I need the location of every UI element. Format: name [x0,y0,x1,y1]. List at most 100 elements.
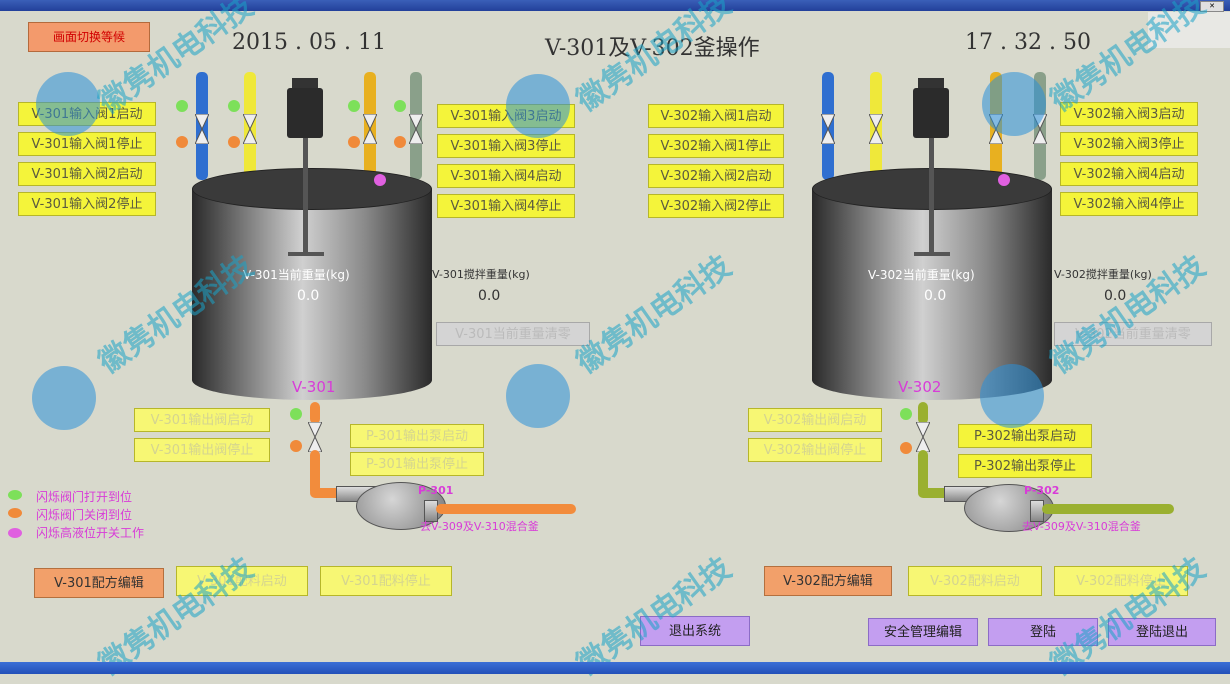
v301-recipe-edit-button[interactable]: V-301配方编辑 [34,568,164,598]
window-title-bar: ✕ [0,0,1230,12]
exit-system-button[interactable]: 退出系统 [640,616,750,646]
watermark-logo-icon [36,72,100,136]
v301-valve2-stop-button[interactable]: V-301输入阀2停止 [18,192,156,216]
v302-valve4-start-button[interactable]: V-302输入阀4启动 [1060,162,1198,186]
v302-agitator-motor [913,88,949,138]
v302-agitator-paddle [914,252,950,256]
p301-destination: 去V-309及V-310混合釜 [420,520,539,533]
v301-weight-label: V-301当前重量(kg) [243,268,350,282]
os-taskbar[interactable] [0,662,1230,674]
watermark-logo-icon [506,74,570,138]
p302-destination: 去V-309及V-310混合釜 [1022,520,1141,533]
watermark-logo-icon [32,366,96,430]
v301-valve4-closed-indicator [394,136,406,148]
v301-output-valve-icon[interactable] [308,422,322,452]
v302-out-valve-closed-indicator [900,442,912,454]
current-date: 2015 . 05 . 11 [232,30,386,55]
legend-closed-text: 闪烁阀门关闭到位 [36,508,133,522]
v301-valve1-open-indicator [176,100,188,112]
legend-open-dot [8,490,22,500]
security-management-button[interactable]: 安全管理编辑 [868,618,978,646]
v301-output-pipe-down [310,450,320,496]
v301-valve1-closed-indicator [176,136,188,148]
v301-output-pipe-top [310,402,320,424]
legend-closed-dot [8,508,22,518]
v302-output-pipe-down [918,450,928,496]
watermark-logo-icon [980,364,1044,428]
v301-out-valve-closed-indicator [290,440,302,452]
legend-high-level-dot [8,528,22,538]
window-close-button[interactable]: ✕ [1200,1,1224,12]
watermark-text: 徽隽机电科技 [1044,248,1212,381]
v302-valve3-stop-button[interactable]: V-302输入阀3停止 [1060,132,1198,156]
v301-high-level-indicator [374,174,386,186]
v302-recipe-edit-button[interactable]: V-302配方编辑 [764,566,892,596]
v301-valve2-open-indicator [228,100,240,112]
v302-stir-value: 0.0 [1104,288,1127,304]
v302-weight-value: 0.0 [924,288,947,304]
v301-valve2-icon[interactable] [243,114,257,144]
v302-output-valve-start-button[interactable]: V-302输出阀启动 [748,408,882,432]
v302-material-start-button[interactable]: V-302配料启动 [908,566,1042,596]
header-blank-panel [1148,12,1230,48]
legend-open-text: 闪烁阀门打开到位 [36,490,133,504]
p301-discharge-pipe [436,504,576,514]
v302-high-level-indicator [998,174,1010,186]
v301-material-stop-button[interactable]: V-301配料停止 [320,566,452,596]
watermark-text: 徽隽机电科技 [570,248,738,381]
v302-tank-name: V-302 [898,378,942,396]
v302-output-valve-stop-button[interactable]: V-302输出阀停止 [748,438,882,462]
v301-valve2-closed-indicator [228,136,240,148]
v301-output-valve-start-button[interactable]: V-301输出阀启动 [134,408,270,432]
v302-valve3-start-button[interactable]: V-302输入阀3启动 [1060,102,1198,126]
v302-weight-reset-button[interactable]: V-302当前重量清零 [1054,322,1212,346]
v301-weight-value: 0.0 [297,288,320,304]
v301-valve4-start-button[interactable]: V-301输入阀4启动 [437,164,575,188]
page-title: V-301及V-302釜操作 [545,36,760,61]
v302-valve1-stop-button[interactable]: V-302输入阀1停止 [648,134,784,158]
v302-valve2-icon[interactable] [869,114,883,144]
v301-valve3-icon[interactable] [363,114,377,144]
v302-valve2-start-button[interactable]: V-302输入阀2启动 [648,164,784,188]
v302-output-pipe-top [918,402,928,424]
v301-output-pipe-horizontal [310,488,350,498]
screen-switch-button[interactable]: 画面切换等候 [28,22,150,52]
v301-tank-name: V-301 [292,378,336,396]
v301-output-valve-stop-button[interactable]: V-301输出阀停止 [134,438,270,462]
p301-pump-start-button[interactable]: P-301输出泵启动 [350,424,484,448]
v301-valve1-icon[interactable] [195,114,209,144]
current-time: 17 . 32 . 50 [965,30,1091,55]
v302-material-stop-button[interactable]: V-302配料停止 [1054,566,1188,596]
v302-agitator-shaft [929,138,934,254]
v302-weight-label: V-302当前重量(kg) [868,268,975,282]
p301-pump-name: P-301 [418,484,454,497]
v301-out-valve-open-indicator [290,408,302,420]
v301-valve4-icon[interactable] [409,114,423,144]
v301-agitator-motor [287,88,323,138]
logout-button[interactable]: 登陆退出 [1108,618,1216,646]
legend-high-level-text: 闪烁高液位开关工作 [36,526,145,540]
p302-discharge-pipe [1042,504,1174,514]
v302-valve4-stop-button[interactable]: V-302输入阀4停止 [1060,192,1198,216]
v302-motor-cap [918,78,944,88]
v302-valve1-icon[interactable] [821,114,835,144]
v301-valve3-stop-button[interactable]: V-301输入阀3停止 [437,134,575,158]
v302-out-valve-open-indicator [900,408,912,420]
p301-pump-stop-button[interactable]: P-301输出泵停止 [350,452,484,476]
v301-valve1-stop-button[interactable]: V-301输入阀1停止 [18,132,156,156]
login-button[interactable]: 登陆 [988,618,1098,646]
v301-valve2-start-button[interactable]: V-301输入阀2启动 [18,162,156,186]
v301-material-start-button[interactable]: V-301配料启动 [176,566,308,596]
v301-agitator-paddle [288,252,324,256]
v301-weight-reset-button[interactable]: V-301当前重量清零 [436,322,590,346]
p302-pump-stop-button[interactable]: P-302输出泵停止 [958,454,1092,478]
v301-valve4-open-indicator [394,100,406,112]
p302-pump-name: P-302 [1024,484,1060,497]
v302-valve1-start-button[interactable]: V-302输入阀1启动 [648,104,784,128]
watermark-logo-icon [506,364,570,428]
v301-stir-value: 0.0 [478,288,501,304]
v302-output-valve-icon[interactable] [916,422,930,452]
v301-valve4-stop-button[interactable]: V-301输入阀4停止 [437,194,575,218]
v302-valve2-stop-button[interactable]: V-302输入阀2停止 [648,194,784,218]
p302-pump-start-button[interactable]: P-302输出泵启动 [958,424,1092,448]
